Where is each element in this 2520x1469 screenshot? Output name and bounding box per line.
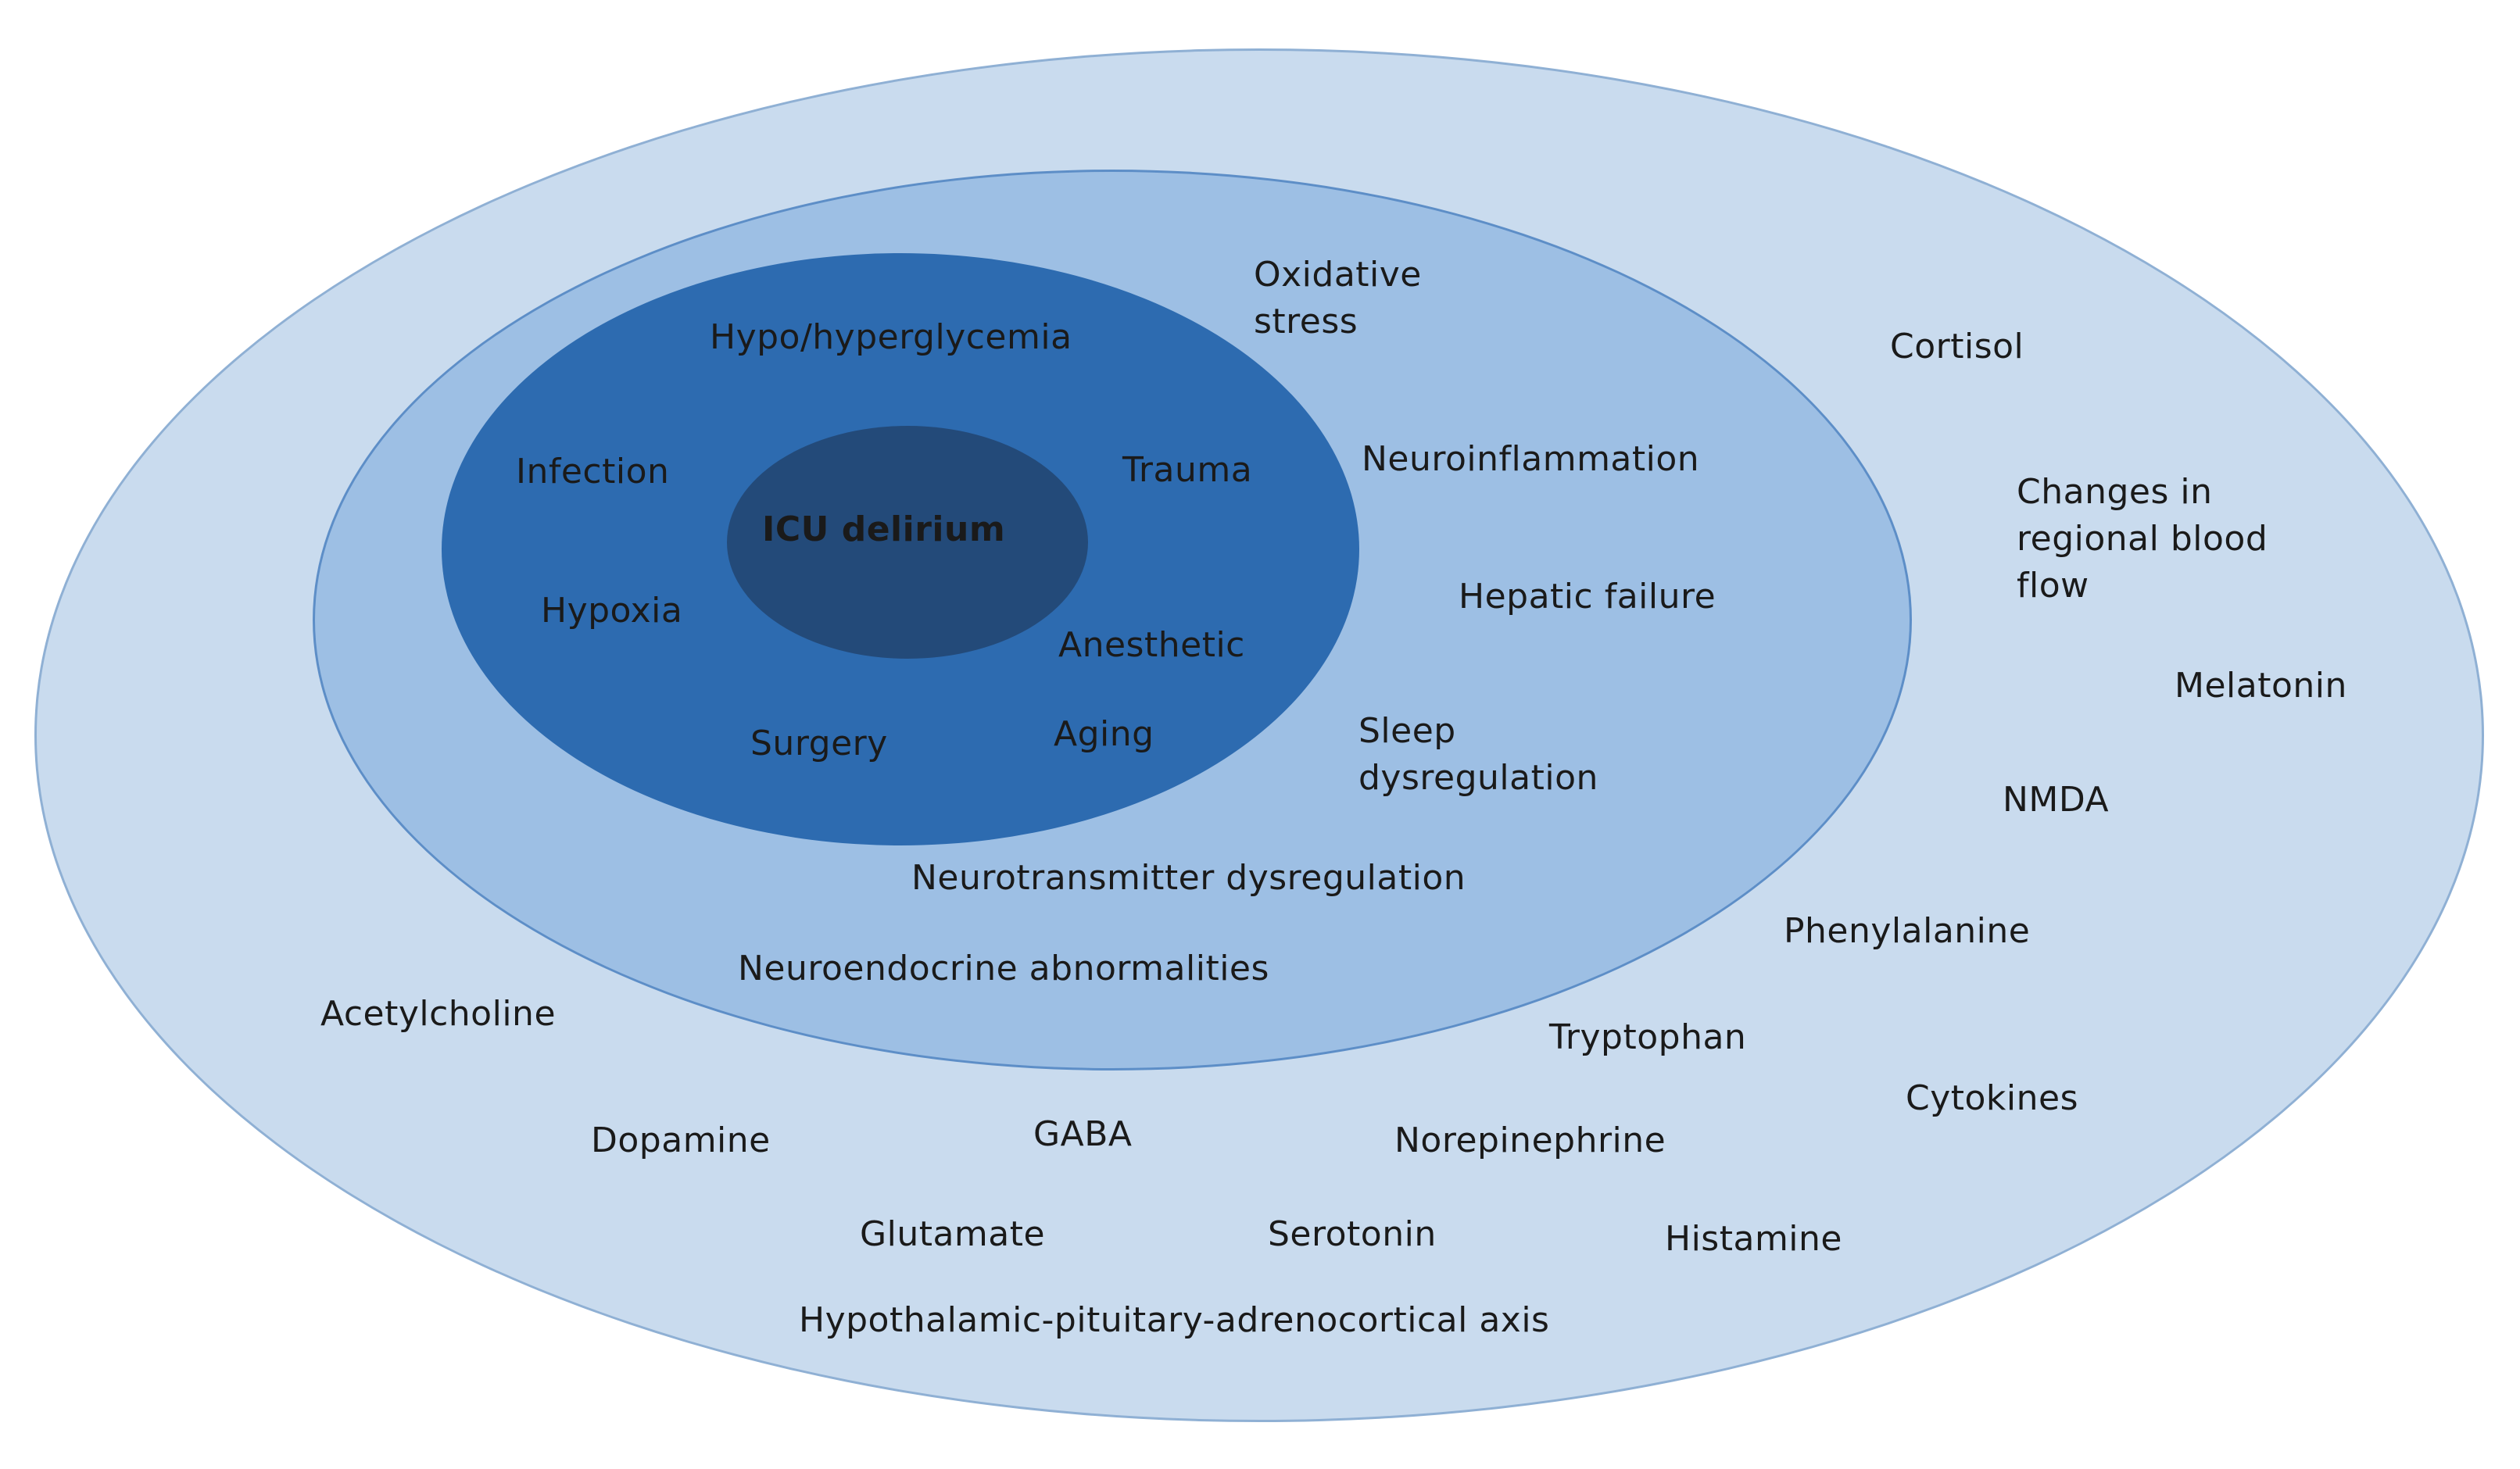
label-sleep-dysregulation: Sleep dysregulation (1358, 711, 1598, 798)
label-hypoxia: Hypoxia (541, 591, 683, 631)
label-cytokines: Cytokines (1906, 1078, 2079, 1118)
label-trauma: Trauma (1122, 450, 1253, 490)
label-tryptophan: Tryptophan (1549, 1017, 1747, 1057)
core-ring (727, 426, 1088, 659)
label-melatonin: Melatonin (2175, 666, 2347, 706)
label-phenylalanine: Phenylalanine (1784, 911, 2031, 951)
core-label: ICU delirium (762, 509, 1006, 549)
label-neurotransmitter-dysregulation: Neurotransmitter dysregulation (911, 858, 1466, 898)
label-hpa-axis: Hypothalamic-pituitary-adrenocortical ax… (799, 1300, 1550, 1340)
label-norepinephrine: Norepinephrine (1394, 1121, 1666, 1160)
label-acetylcholine: Acetylcholine (320, 994, 557, 1034)
label-hypo-hyperglycemia: Hypo/hyperglycemia (710, 317, 1072, 357)
label-neuroendocrine-abnormalities: Neuroendocrine abnormalities (738, 949, 1269, 988)
label-anesthetic: Anesthetic (1058, 625, 1245, 665)
label-changes-in-regional-blood-flow: Changes in regional blood flow (2017, 472, 2268, 606)
label-neuroinflammation: Neuroinflammation (1362, 439, 1700, 479)
label-aging: Aging (1054, 714, 1154, 754)
label-infection: Infection (516, 452, 670, 491)
label-dopamine: Dopamine (591, 1121, 771, 1160)
label-histamine: Histamine (1665, 1219, 1842, 1259)
label-cortisol: Cortisol (1890, 327, 2024, 366)
label-surgery: Surgery (750, 724, 888, 763)
label-glutamate: Glutamate (860, 1214, 1046, 1254)
label-nmda: NMDA (2003, 780, 2110, 820)
label-serotonin: Serotonin (1268, 1214, 1437, 1254)
label-hepatic-failure: Hepatic failure (1459, 577, 1716, 617)
label-oxidative-stress: Oxidative stress (1254, 255, 1422, 341)
label-gaba: GABA (1033, 1114, 1133, 1154)
